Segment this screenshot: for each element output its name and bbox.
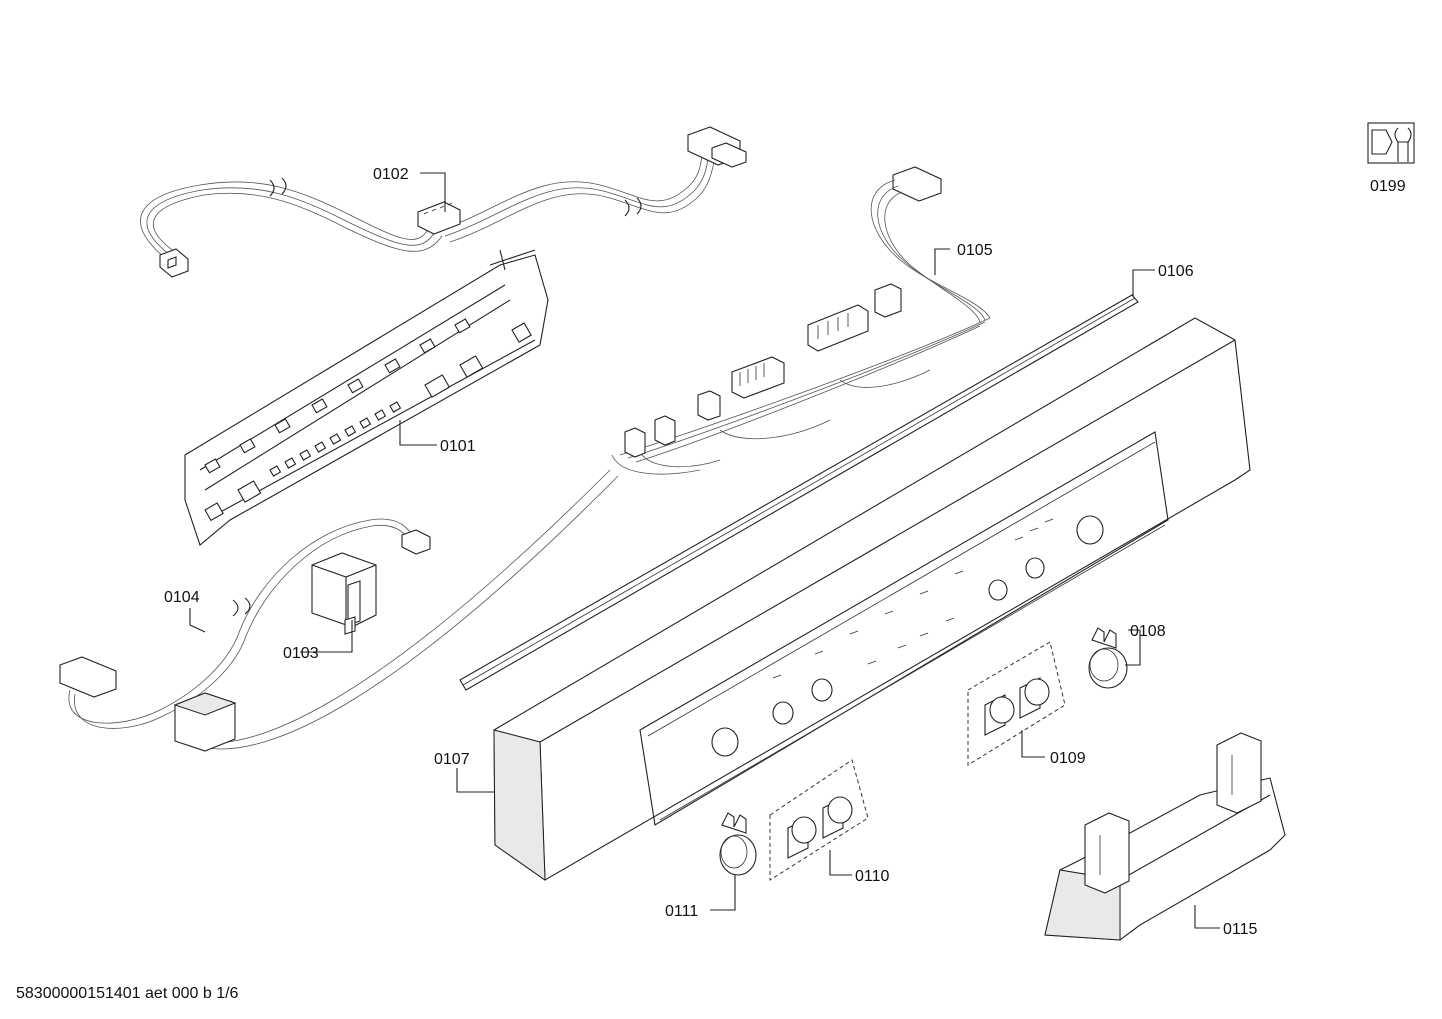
label-0199: 0199: [1370, 178, 1406, 195]
label-0105: 0105: [957, 242, 993, 259]
label-0102: 0102: [373, 166, 409, 183]
panel-led-slots: [772, 518, 1054, 679]
knob-0108: [1088, 627, 1128, 689]
label-0104: 0104: [164, 589, 200, 606]
knob-0111: [719, 812, 757, 876]
drawing-reference-footer: 58300000151401 aet 000 b 1/6: [16, 985, 239, 1002]
seal-strip-0106: [459, 294, 1139, 691]
label-0103: 0103: [283, 645, 319, 662]
control-panel-0107: [493, 317, 1251, 881]
board-slots: [204, 318, 532, 522]
label-0101: 0101: [440, 438, 476, 455]
label-0107: 0107: [434, 751, 470, 768]
cable-0104: [59, 469, 619, 752]
panel-knob-openings: [711, 515, 1104, 757]
button-pair-0110: [769, 759, 869, 881]
wiring-loom-0105: [611, 166, 991, 475]
label-0109: 0109: [1050, 750, 1086, 767]
label-0106: 0106: [1158, 263, 1194, 280]
switch-0103: [311, 552, 377, 635]
wiring-harness-0102: [140, 126, 747, 278]
control-board-frame-0101: [184, 249, 549, 546]
wrench-nut-icon: [1367, 122, 1415, 164]
label-0111: 0111: [665, 903, 698, 920]
label-0110: 0110: [855, 868, 890, 885]
label-0115: 0115: [1223, 921, 1258, 938]
support-bracket-0115: [1044, 732, 1286, 941]
label-0108: 0108: [1130, 623, 1166, 640]
button-pair-0109: [967, 641, 1066, 766]
leader-lines: [189, 172, 1220, 929]
